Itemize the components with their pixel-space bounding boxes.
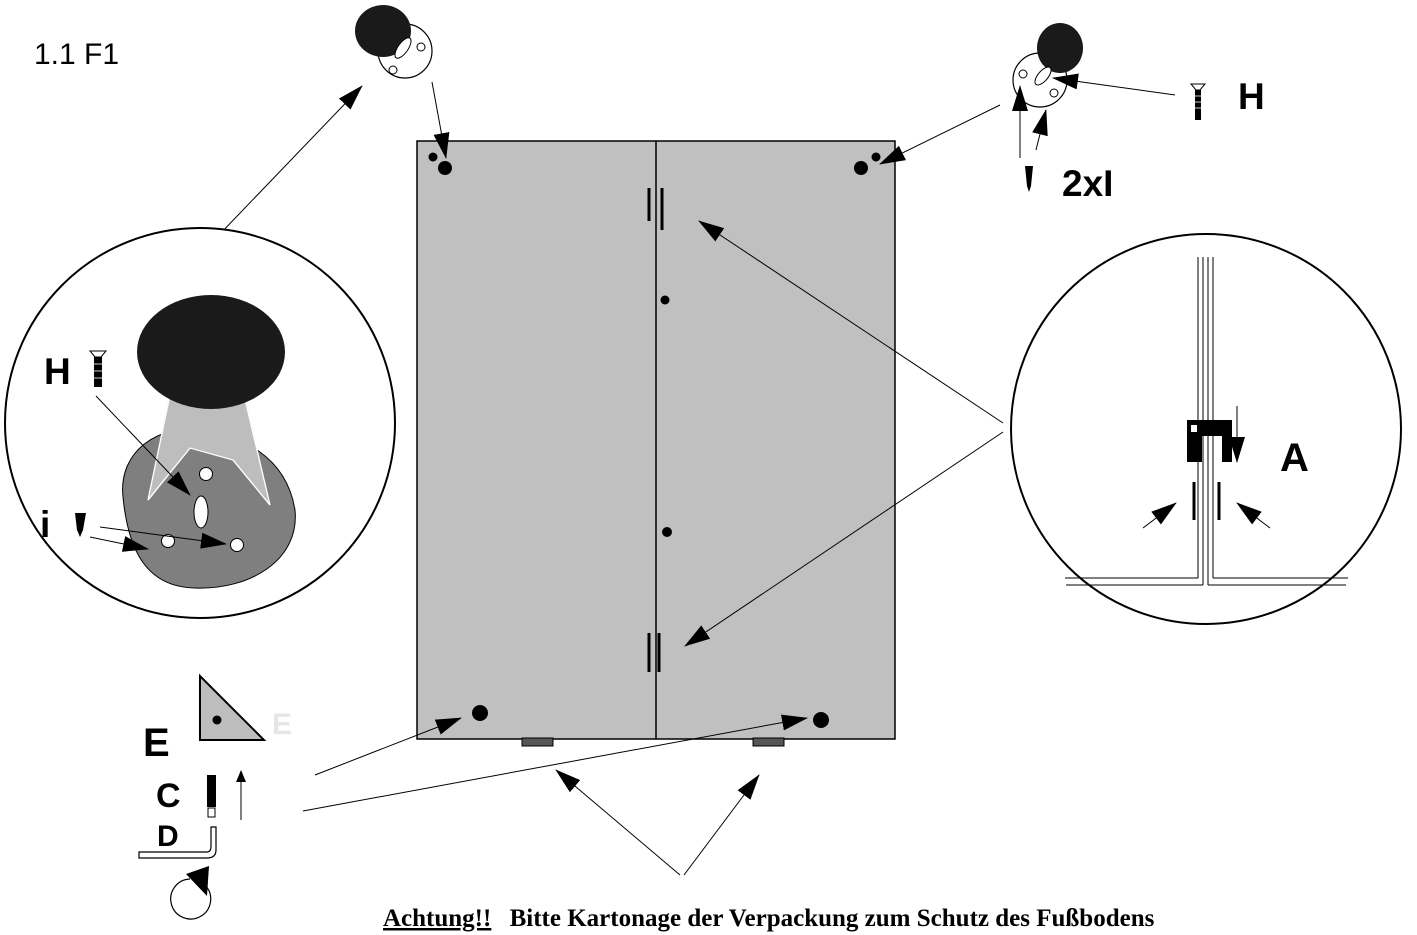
screw-c-icon	[207, 775, 216, 818]
arrow-h-to-knob	[1052, 73, 1176, 96]
arrow-i-detail-1	[89, 536, 149, 552]
detail-screw-i-icon	[75, 513, 86, 537]
arrow-detail-to-hinge-bottom	[684, 431, 1004, 647]
hex-key-d-icon	[138, 826, 217, 859]
label-e: E	[143, 721, 170, 765]
arrow-i-detail-2	[99, 526, 227, 549]
arrow-parts-to-hole-right	[302, 714, 808, 812]
detail-circle-hinge	[1010, 233, 1402, 625]
label-i-detail: i	[40, 504, 50, 545]
label-c: C	[156, 777, 181, 815]
label-h-top: H	[1238, 76, 1265, 117]
arrow-screw-2	[1032, 109, 1048, 151]
corner-bracket-e-icon	[199, 673, 267, 741]
label-2xi: 2xI	[1062, 163, 1113, 204]
screw-h-icon	[1189, 83, 1207, 120]
arrow-parts-to-hole-left	[314, 717, 462, 776]
arrow-knob-to-panel-right	[879, 104, 1001, 165]
cabinet-front	[416, 140, 896, 747]
arrow-h-detail	[95, 395, 191, 496]
arrow-note-to-foot-right	[683, 774, 760, 876]
label-a-detail: A	[1280, 436, 1309, 480]
screw-i-icon	[1025, 166, 1033, 192]
arrow-knob-to-panel-left	[431, 81, 450, 159]
rotate-icon	[170, 866, 212, 920]
knob-top-right	[1012, 23, 1083, 108]
detail-circle-knob	[4, 227, 396, 619]
step-label: 1.1 F1	[34, 38, 119, 71]
warning-label: Achtung!!	[383, 905, 491, 932]
arrow-detail-to-hinge-top	[698, 220, 1004, 424]
arrow-detail-to-knob	[217, 85, 363, 237]
warning-text: Bitte Kartonage der Verpackung zum Schut…	[510, 905, 1155, 932]
label-e-faint: E	[272, 708, 292, 741]
label-h-detail: H	[44, 351, 71, 392]
label-d: D	[157, 820, 179, 853]
detail-screw-h-icon	[88, 350, 108, 387]
knob-top-left	[355, 5, 433, 79]
arrow-note-to-foot-left	[555, 769, 681, 876]
warning-note: Achtung!! Bitte Kartonage der Verpackung…	[383, 905, 1155, 932]
